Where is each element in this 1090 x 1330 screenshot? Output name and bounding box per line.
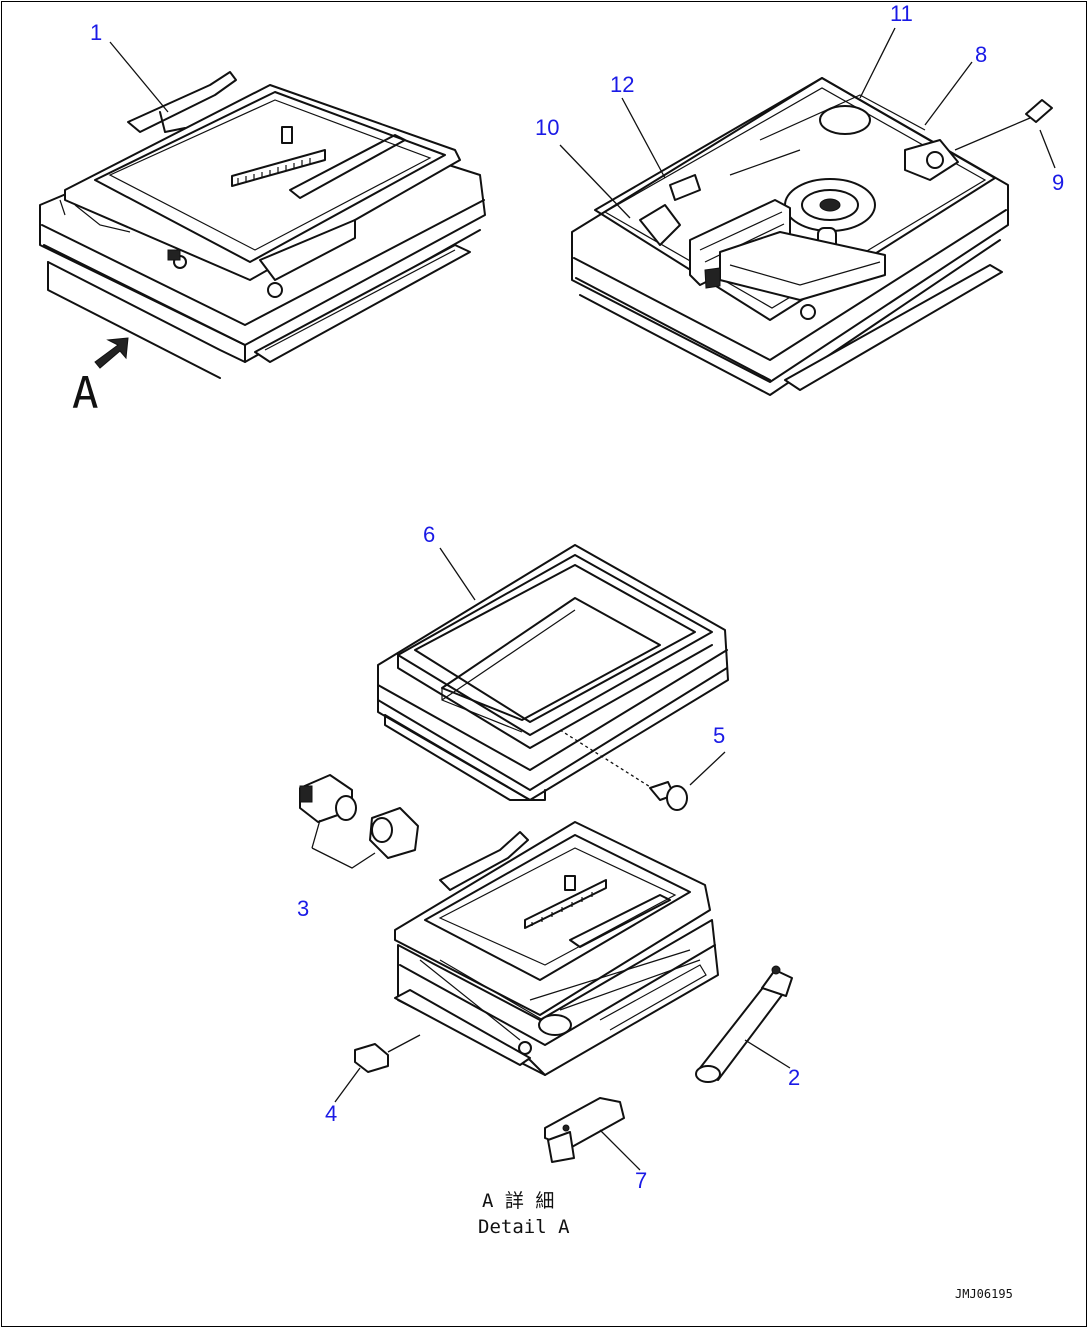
callout-8: 8	[975, 42, 987, 67]
view-arrow: A	[72, 337, 129, 419]
callout-3: 3	[297, 896, 309, 921]
seat-assembly-left	[39, 71, 486, 379]
part-5-screw	[559, 729, 688, 811]
callout-10: 10	[535, 115, 559, 140]
callout-9: 9	[1052, 170, 1064, 195]
part-7-lever	[544, 1097, 625, 1163]
detail-caption-en: Detail A	[478, 1216, 570, 1238]
callout-7: 7	[635, 1168, 647, 1193]
part-4-knob	[354, 1034, 421, 1073]
leader-lines	[109, 27, 1056, 1171]
drawing-code: JMJ06195	[955, 1287, 1013, 1301]
callout-1: 1	[90, 20, 102, 45]
callout-5: 5	[713, 723, 725, 748]
callout-4: 4	[325, 1101, 337, 1126]
seat-assembly-right	[571, 77, 1053, 396]
callout-2: 2	[788, 1065, 800, 1090]
seat-suspension-base	[394, 821, 719, 1076]
detail-caption-jp: A 詳 細	[482, 1190, 554, 1212]
part-2-gas-spring	[695, 965, 793, 1083]
callout-11: 11	[890, 1, 913, 26]
callout-12: 12	[610, 72, 634, 97]
callout-labels: 1 2 3 4 5 6 7 8 9 10 11 12	[90, 1, 1064, 1193]
callout-6: 6	[423, 522, 435, 547]
part-3-switch-unit	[299, 774, 419, 869]
part-6-cushion	[377, 544, 729, 801]
view-marker-a: A	[72, 368, 99, 419]
